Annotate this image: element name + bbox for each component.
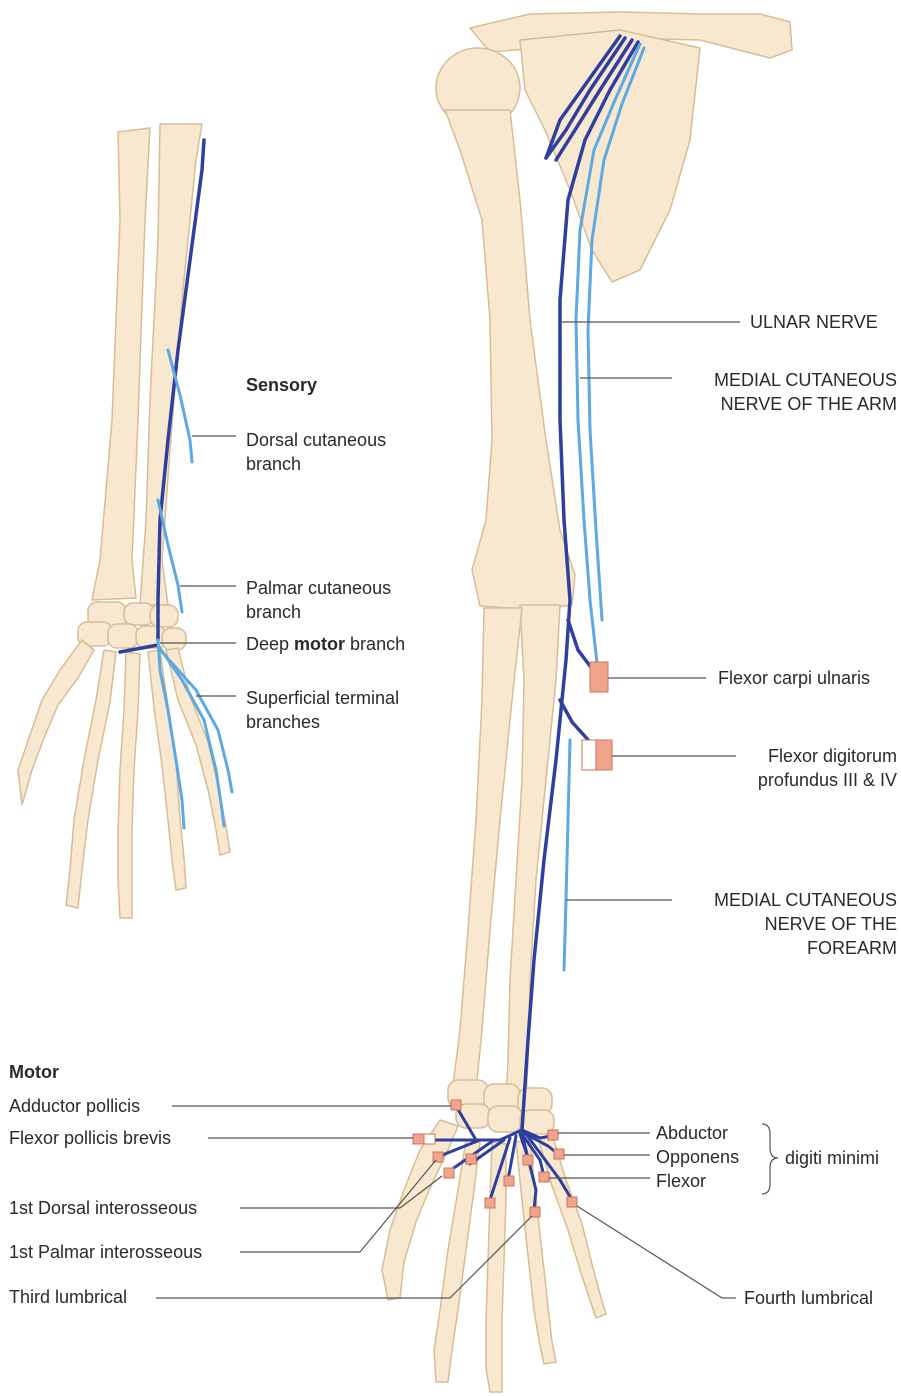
- label-abductor: Abductor: [656, 1121, 728, 1145]
- label-line: profundus III & IV: [758, 768, 897, 792]
- label-line: Dorsal cutaneous: [246, 428, 386, 452]
- label-first-palmar-interosseous: 1st Palmar interosseous: [9, 1240, 202, 1264]
- label-line: MEDIAL CUTANEOUS: [714, 888, 897, 912]
- label-line: Flexor digitorum: [758, 744, 897, 768]
- label-line: NERVE OF THE ARM: [714, 392, 897, 416]
- label-flexor-carpi-ulnaris: Flexor carpi ulnaris: [718, 666, 870, 690]
- label-dorsal-cutaneous-branch: Dorsal cutaneous branch: [246, 428, 386, 476]
- label-superficial-terminal-branches: Superficial terminal branches: [246, 686, 399, 734]
- label-palmar-cutaneous-branch: Palmar cutaneous branch: [246, 576, 391, 624]
- label-fourth-lumbrical: Fourth lumbrical: [744, 1286, 873, 1310]
- label-line: branch: [246, 452, 386, 476]
- label-ulnar-nerve: ULNAR NERVE: [750, 310, 878, 334]
- motor-heading: Motor: [9, 1060, 59, 1084]
- label-third-lumbrical: Third lumbrical: [9, 1285, 127, 1309]
- label-line: Palmar cutaneous: [246, 576, 391, 600]
- label-part: Deep: [246, 634, 294, 654]
- left-forearm-bones: [78, 124, 202, 650]
- label-digiti-minimi: digiti minimi: [785, 1146, 879, 1170]
- label-first-dorsal-interosseous: 1st Dorsal interosseous: [9, 1196, 197, 1220]
- label-flexor-pollicis-brevis: Flexor pollicis brevis: [9, 1126, 171, 1150]
- label-flexor: Flexor: [656, 1169, 706, 1193]
- label-bold-part: motor: [294, 634, 345, 654]
- label-medial-cutaneous-nerve-arm: MEDIAL CUTANEOUS NERVE OF THE ARM: [714, 368, 897, 416]
- label-opponens: Opponens: [656, 1145, 739, 1169]
- label-line: MEDIAL CUTANEOUS: [714, 368, 897, 392]
- sensory-heading: Sensory: [246, 373, 317, 397]
- right-hand-bones: [382, 1120, 606, 1392]
- label-line: Superficial terminal: [246, 686, 399, 710]
- right-arm-bones: [436, 12, 792, 1134]
- label-deep-motor-branch: Deep motor branch: [246, 632, 405, 656]
- label-medial-cutaneous-nerve-forearm: MEDIAL CUTANEOUS NERVE OF THE FOREARM: [714, 888, 897, 960]
- left-hand-bones: [18, 640, 230, 918]
- label-line: branches: [246, 710, 399, 734]
- label-part: branch: [345, 634, 405, 654]
- label-line: NERVE OF THE: [714, 912, 897, 936]
- label-line: FOREARM: [714, 936, 897, 960]
- label-flexor-digitorum-profundus: Flexor digitorum profundus III & IV: [758, 744, 897, 792]
- label-line: branch: [246, 600, 391, 624]
- label-adductor-pollicis: Adductor pollicis: [9, 1094, 140, 1118]
